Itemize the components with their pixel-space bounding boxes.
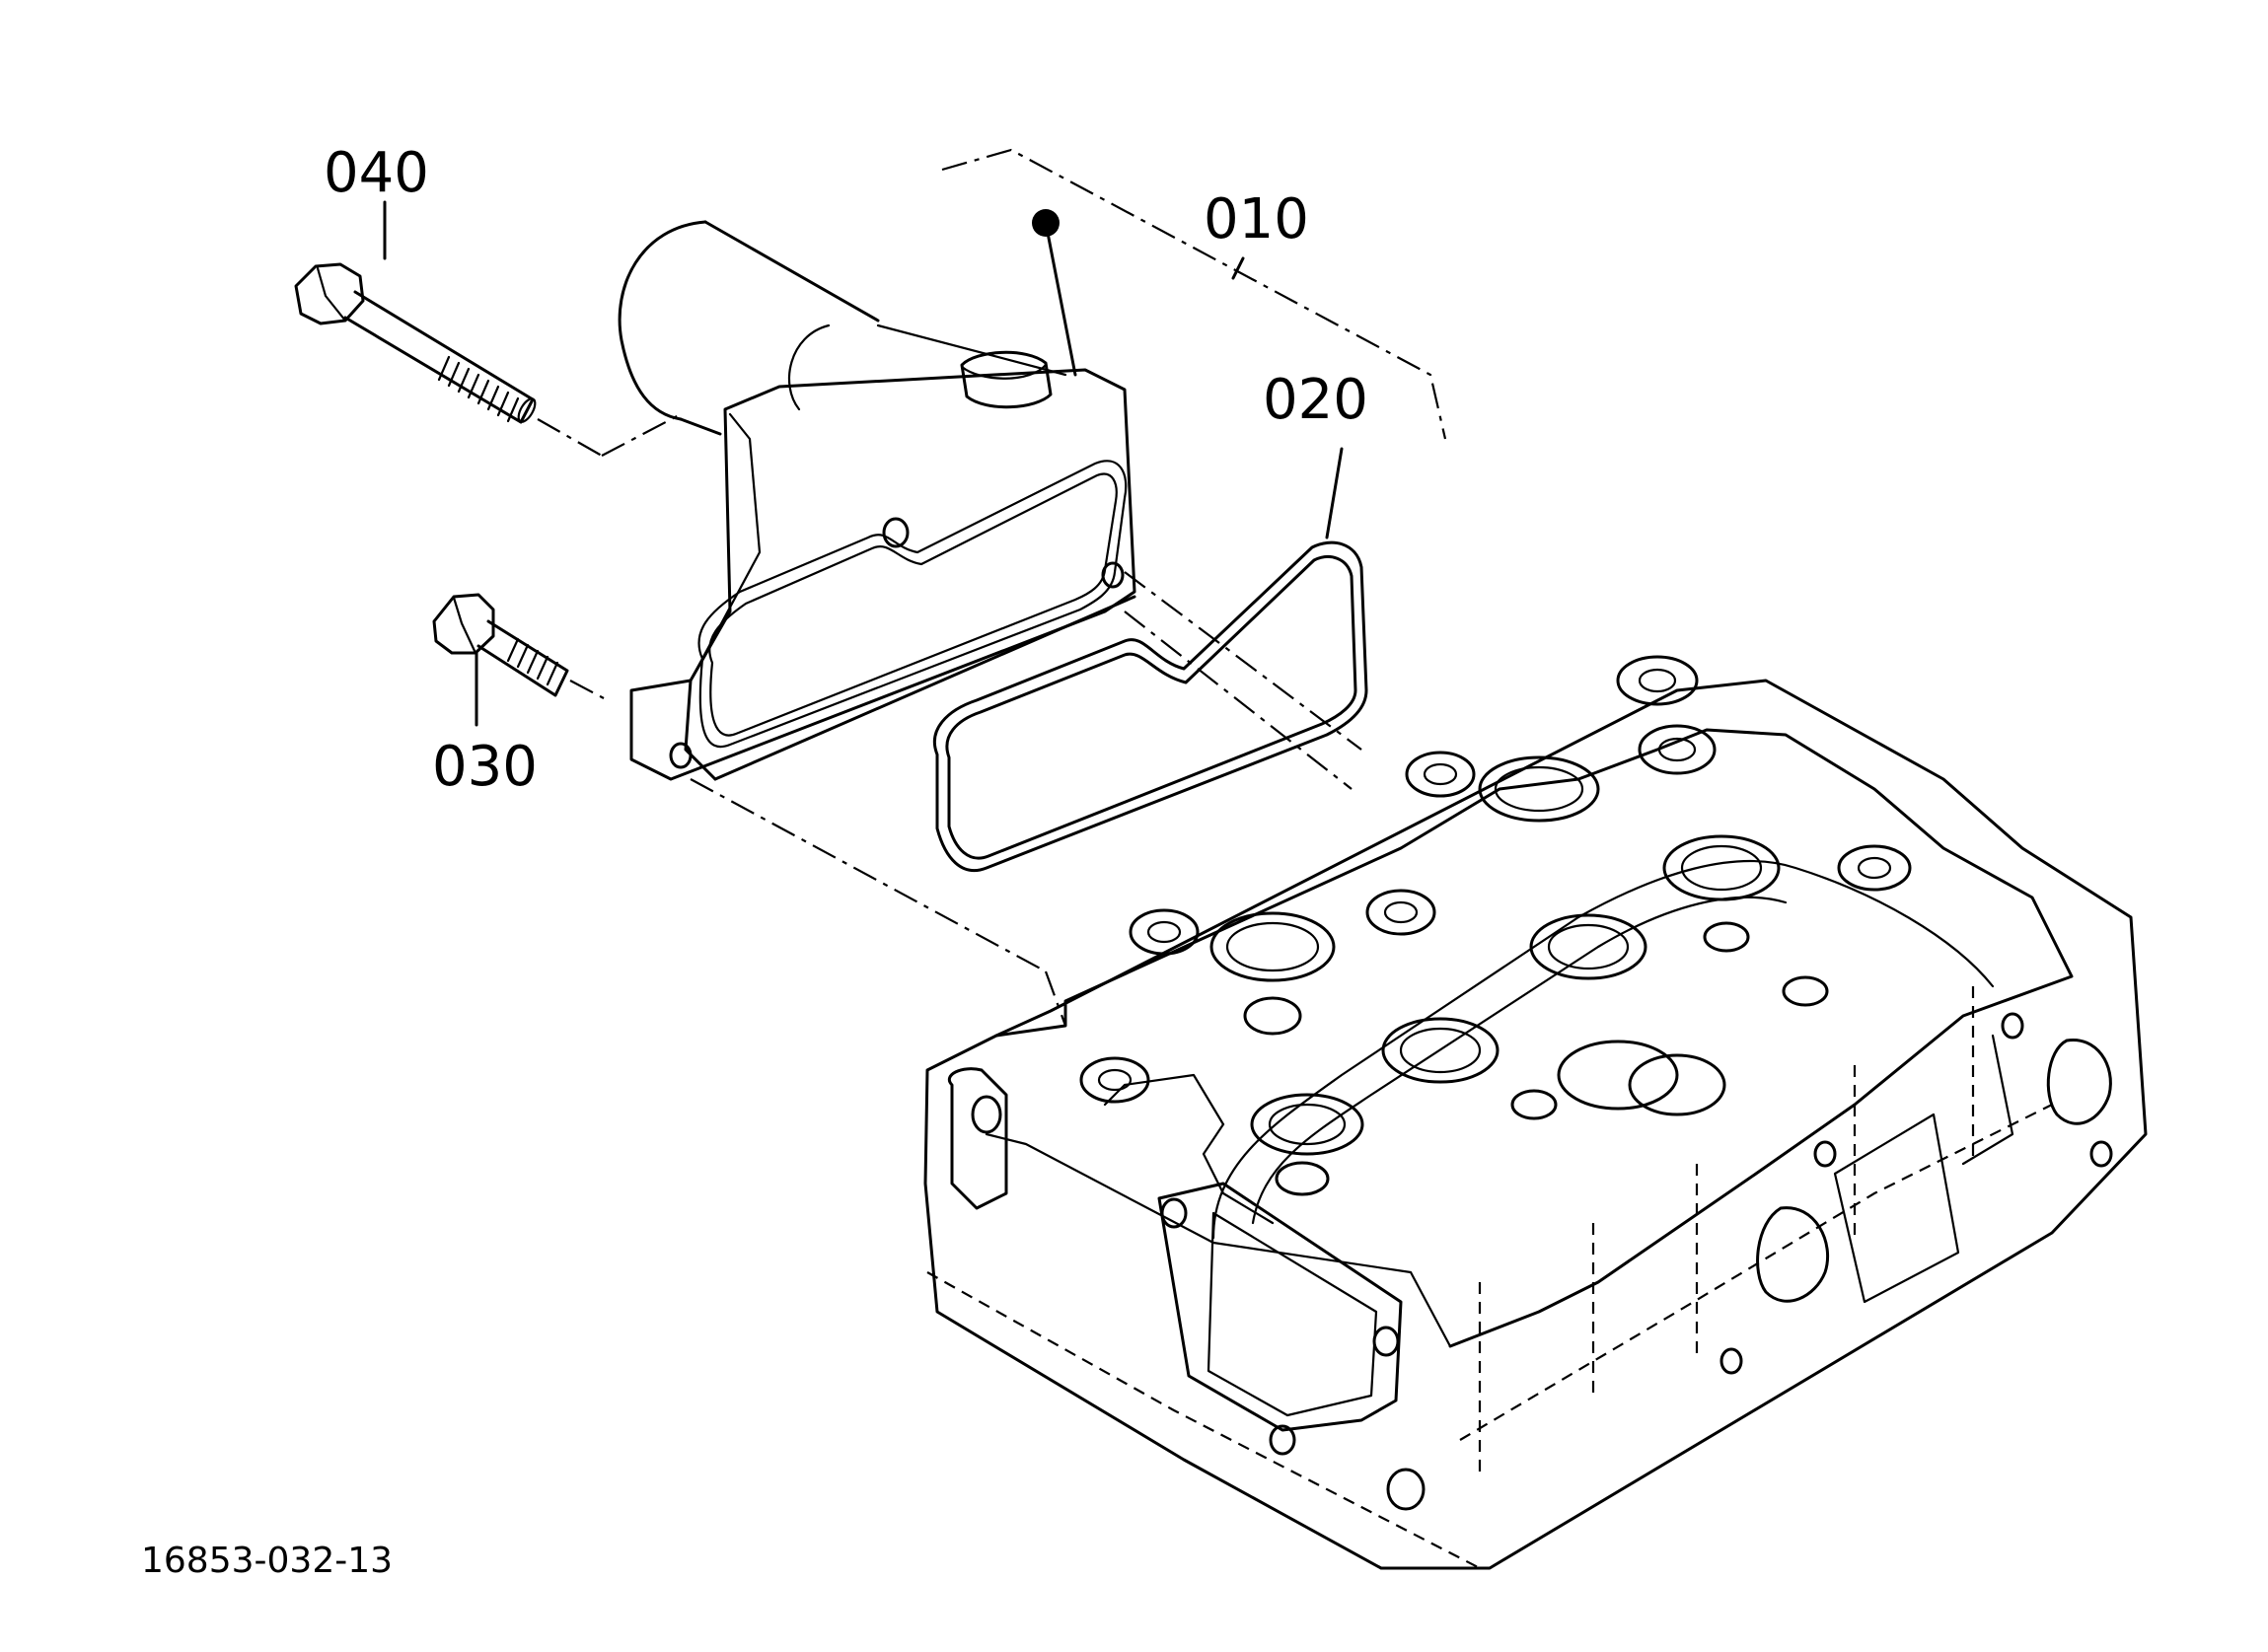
- cylinder-head: [690, 611, 2148, 1570]
- callout-label-020: 020: [1263, 368, 1368, 432]
- callout-label-030: 030: [432, 735, 538, 799]
- bolt-030: [432, 593, 605, 727]
- gasket-020: [932, 447, 1368, 873]
- callout-label-010: 010: [1204, 187, 1309, 251]
- group-bracket-010: [941, 148, 1447, 440]
- thermostat-housing: [618, 209, 1136, 781]
- bolt-040: [294, 200, 682, 457]
- callout-label-040: 040: [324, 141, 429, 205]
- figure-id: 16853-032-13: [141, 1541, 394, 1581]
